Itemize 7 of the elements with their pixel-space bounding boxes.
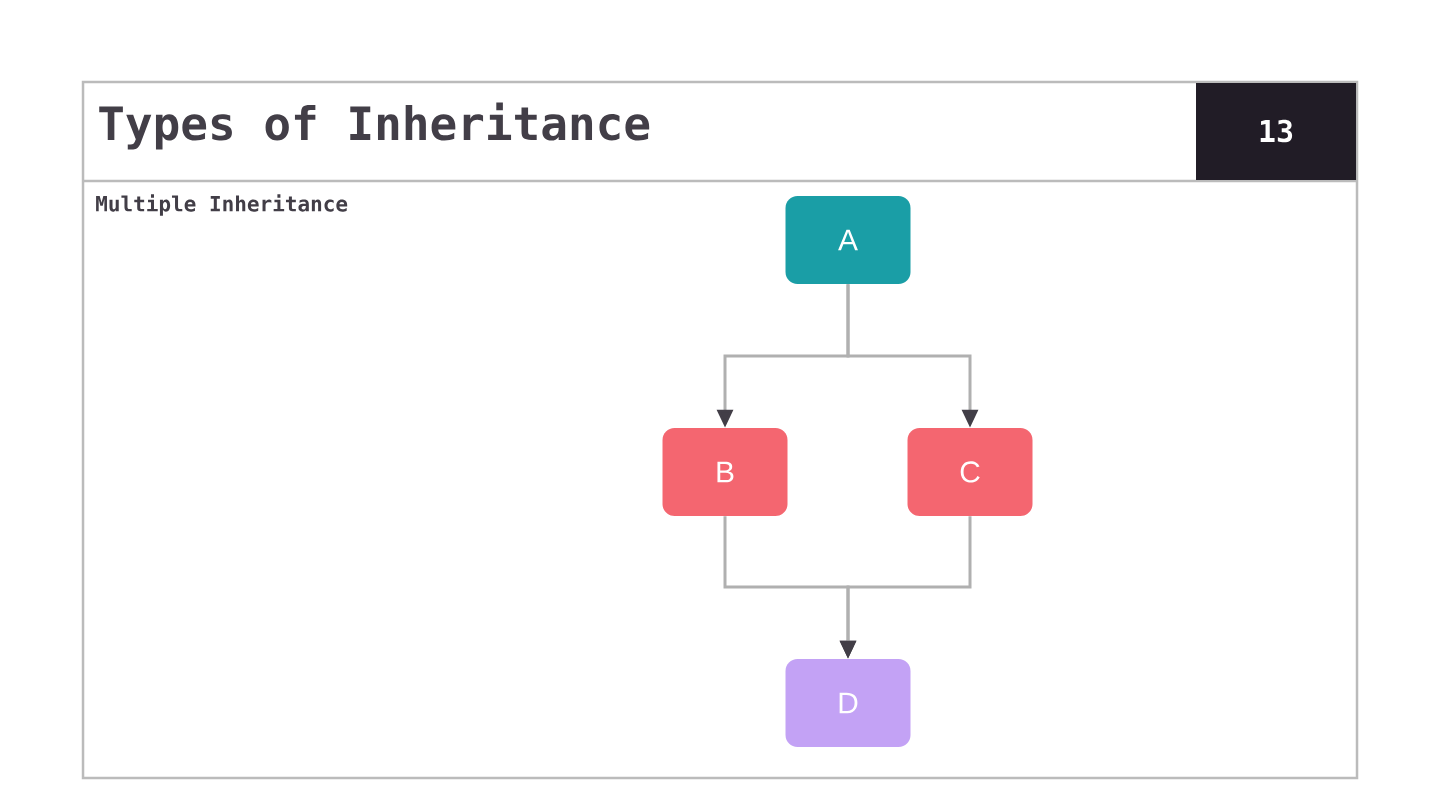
- class-box: C: [907, 428, 1033, 516]
- subtitle: Multiple Inheritance: [96, 194, 348, 216]
- page-number: 13: [1196, 83, 1356, 180]
- class-box: D: [785, 659, 911, 747]
- class-box: B: [662, 428, 788, 516]
- class-box: A: [785, 196, 911, 284]
- title: Types of Inheritance: [99, 102, 650, 150]
